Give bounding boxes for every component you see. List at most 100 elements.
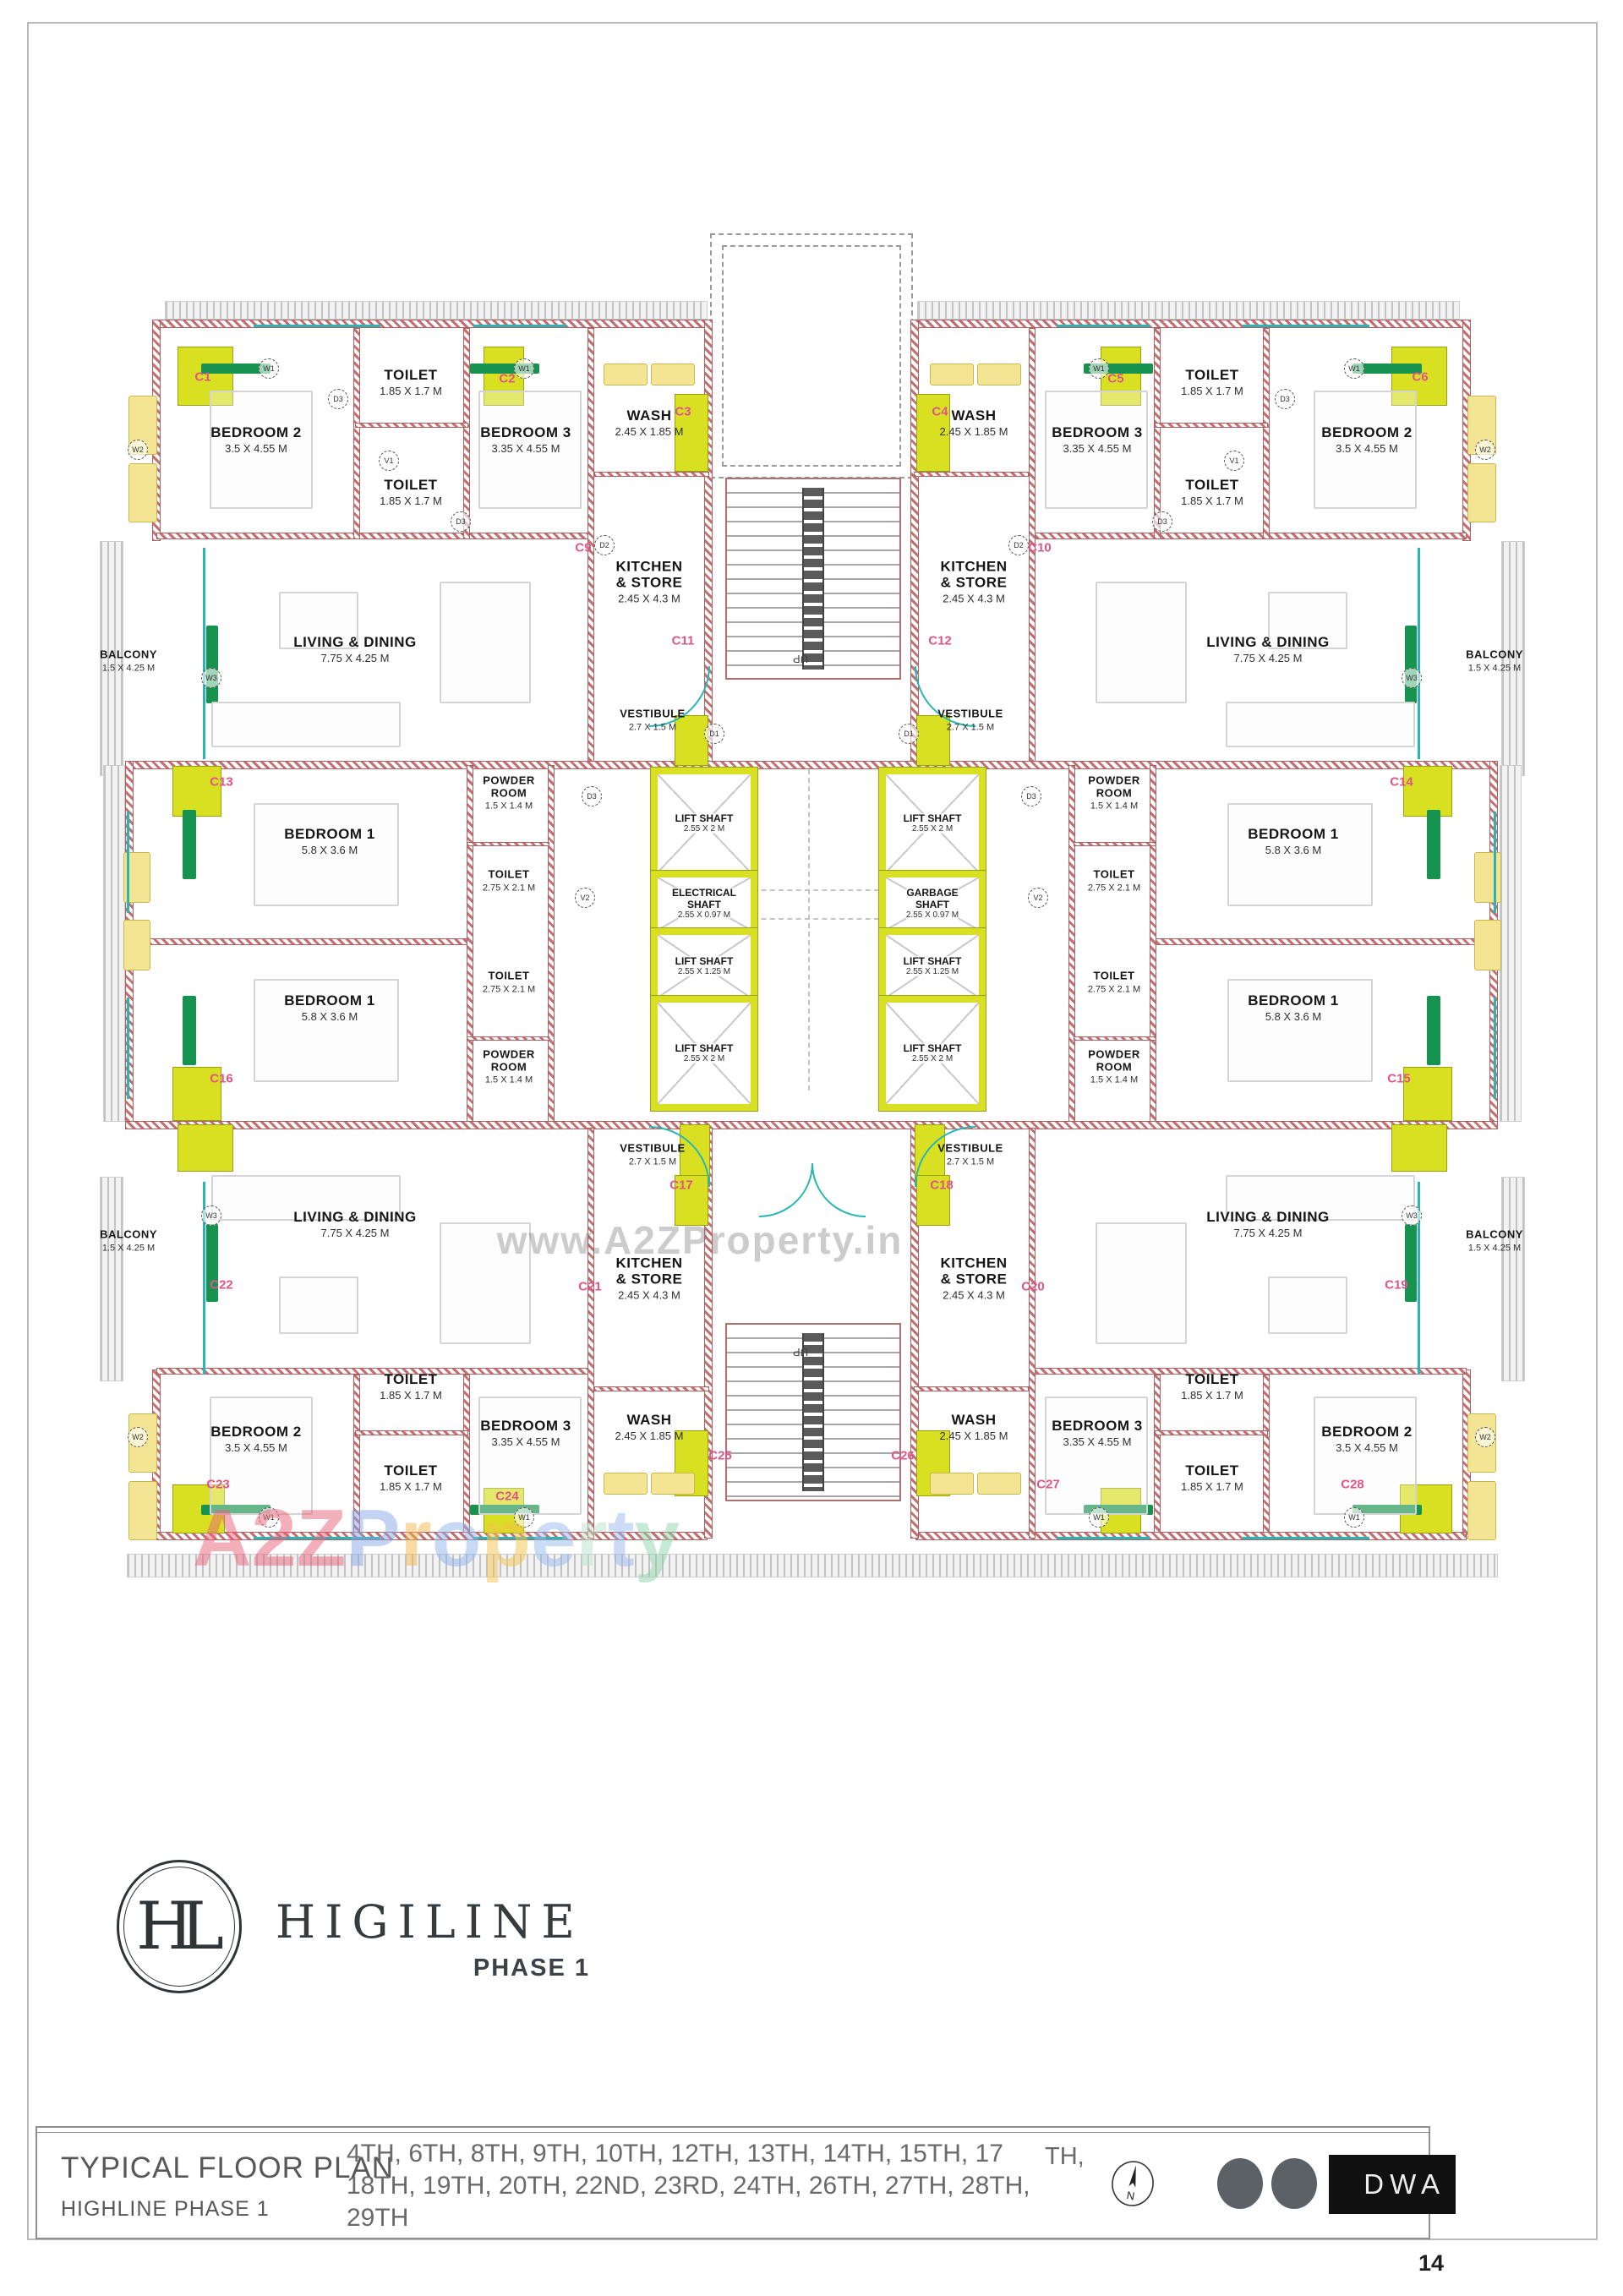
room-name: BEDROOM 3 [1052, 424, 1143, 440]
wall-segment [914, 472, 1029, 477]
door-window-tag: D1 [704, 724, 724, 744]
window-seat [977, 1473, 1021, 1495]
watermark-letter: Z [296, 1493, 347, 1583]
room-name: POWDER ROOM [483, 774, 535, 799]
shaft-name: GARBAGE SHAFT [906, 887, 959, 910]
wardrobe-accent [183, 996, 196, 1065]
wall-segment [1155, 423, 1268, 428]
room-name: TOILET [1185, 366, 1239, 383]
wall-segment [156, 320, 708, 328]
room-name: TOILET [384, 366, 438, 383]
wall-segment [125, 761, 1498, 769]
room-name: WASH [626, 1411, 672, 1428]
wall-segment [463, 328, 470, 539]
room-dimensions: 1.5 X 1.4 M [1090, 1074, 1139, 1085]
room-dimensions: 1.85 X 1.7 M [1181, 1389, 1243, 1402]
room-dimensions: 2.45 X 1.85 M [939, 1430, 1008, 1443]
room-name: VESTIBULE [937, 707, 1003, 720]
column-id-label: C17 [669, 1178, 693, 1193]
corridor-guide [744, 918, 879, 920]
room-dimensions: 3.35 X 4.55 M [1063, 1435, 1132, 1449]
shaft-name: LIFT SHAFT [903, 954, 962, 968]
wall-segment [1154, 328, 1161, 539]
column-id-label: C3 [675, 404, 691, 419]
door-window-tag: W1 [1344, 1507, 1364, 1528]
window-line [1057, 1537, 1150, 1539]
wall-segment [355, 1430, 468, 1435]
room-dimensions: 1.5 X 1.4 M [484, 801, 533, 812]
room-name: BEDROOM 1 [1248, 825, 1339, 842]
room-name: LIVING & DINING [1206, 1208, 1330, 1225]
door-window-tag: D2 [1008, 535, 1029, 555]
wall-segment [594, 472, 709, 477]
shaft-dimensions: 2.55 X 0.97 M [677, 910, 731, 920]
room-name: TOILET [384, 1370, 438, 1387]
room-name: TOILET [1093, 867, 1135, 881]
room-name: KITCHEN & STORE [615, 558, 683, 591]
room-dimensions: 2.45 X 4.3 M [943, 1288, 1005, 1302]
structural-column [1391, 1124, 1447, 1172]
window-line [127, 812, 129, 913]
window-line [203, 1182, 205, 1375]
wall-segment [156, 1368, 594, 1375]
window-line [1494, 998, 1496, 1099]
room-dimensions: 1.5 X 4.25 M [101, 1243, 156, 1254]
watermark-letter: e [531, 1493, 577, 1583]
window-seat [1467, 463, 1496, 522]
furniture-outline [1226, 702, 1415, 747]
balcony-ledge [917, 301, 1460, 320]
door-window-tag: W1 [514, 1507, 534, 1528]
structural-column [1391, 347, 1447, 406]
room-dimensions: 1.5 X 1.4 M [1090, 801, 1139, 812]
furniture-outline [1226, 1175, 1415, 1221]
structural-column [1101, 347, 1141, 406]
room-name: TOILET [384, 476, 438, 493]
room-dimensions: 2.75 X 2.1 M [1087, 883, 1141, 894]
furniture-outline [1096, 1222, 1187, 1344]
window-line [473, 325, 566, 327]
room-name: VESTIBULE [937, 1141, 1003, 1155]
room-name: BEDROOM 1 [1248, 992, 1339, 1009]
door-window-tag: V1 [1224, 451, 1244, 471]
wall-segment [1029, 533, 1467, 539]
door-window-tag: W1 [514, 358, 534, 379]
furniture-outline [210, 1397, 313, 1515]
shaft-name: LIFT SHAFT [675, 812, 734, 825]
project-name: HIGILINE [276, 1895, 584, 1949]
column-id-label: C14 [1390, 774, 1413, 790]
furniture-outline [440, 582, 531, 703]
watermark-letter: p [481, 1493, 532, 1583]
shaft-name: LIFT SHAFT [903, 1041, 962, 1055]
door-swing-icon [759, 1163, 813, 1217]
room-name: BEDROOM 3 [480, 424, 571, 440]
window-line [1418, 548, 1420, 759]
room-dimensions: 3.5 X 4.55 M [1336, 1441, 1398, 1455]
structural-column [675, 715, 708, 766]
window-seat [1467, 1481, 1496, 1540]
watermark-letter: r [400, 1493, 432, 1583]
column-id-label: C25 [708, 1448, 732, 1463]
shaft-name: LIFT SHAFT [903, 812, 962, 825]
column-id-label: C16 [210, 1071, 233, 1086]
door-window-tag: D1 [899, 724, 919, 744]
room-name: TOILET [1185, 1462, 1239, 1479]
room-name: BEDROOM 2 [210, 424, 302, 440]
hl-monogram-icon: HL [117, 1860, 242, 1993]
wall-segment [125, 938, 473, 945]
